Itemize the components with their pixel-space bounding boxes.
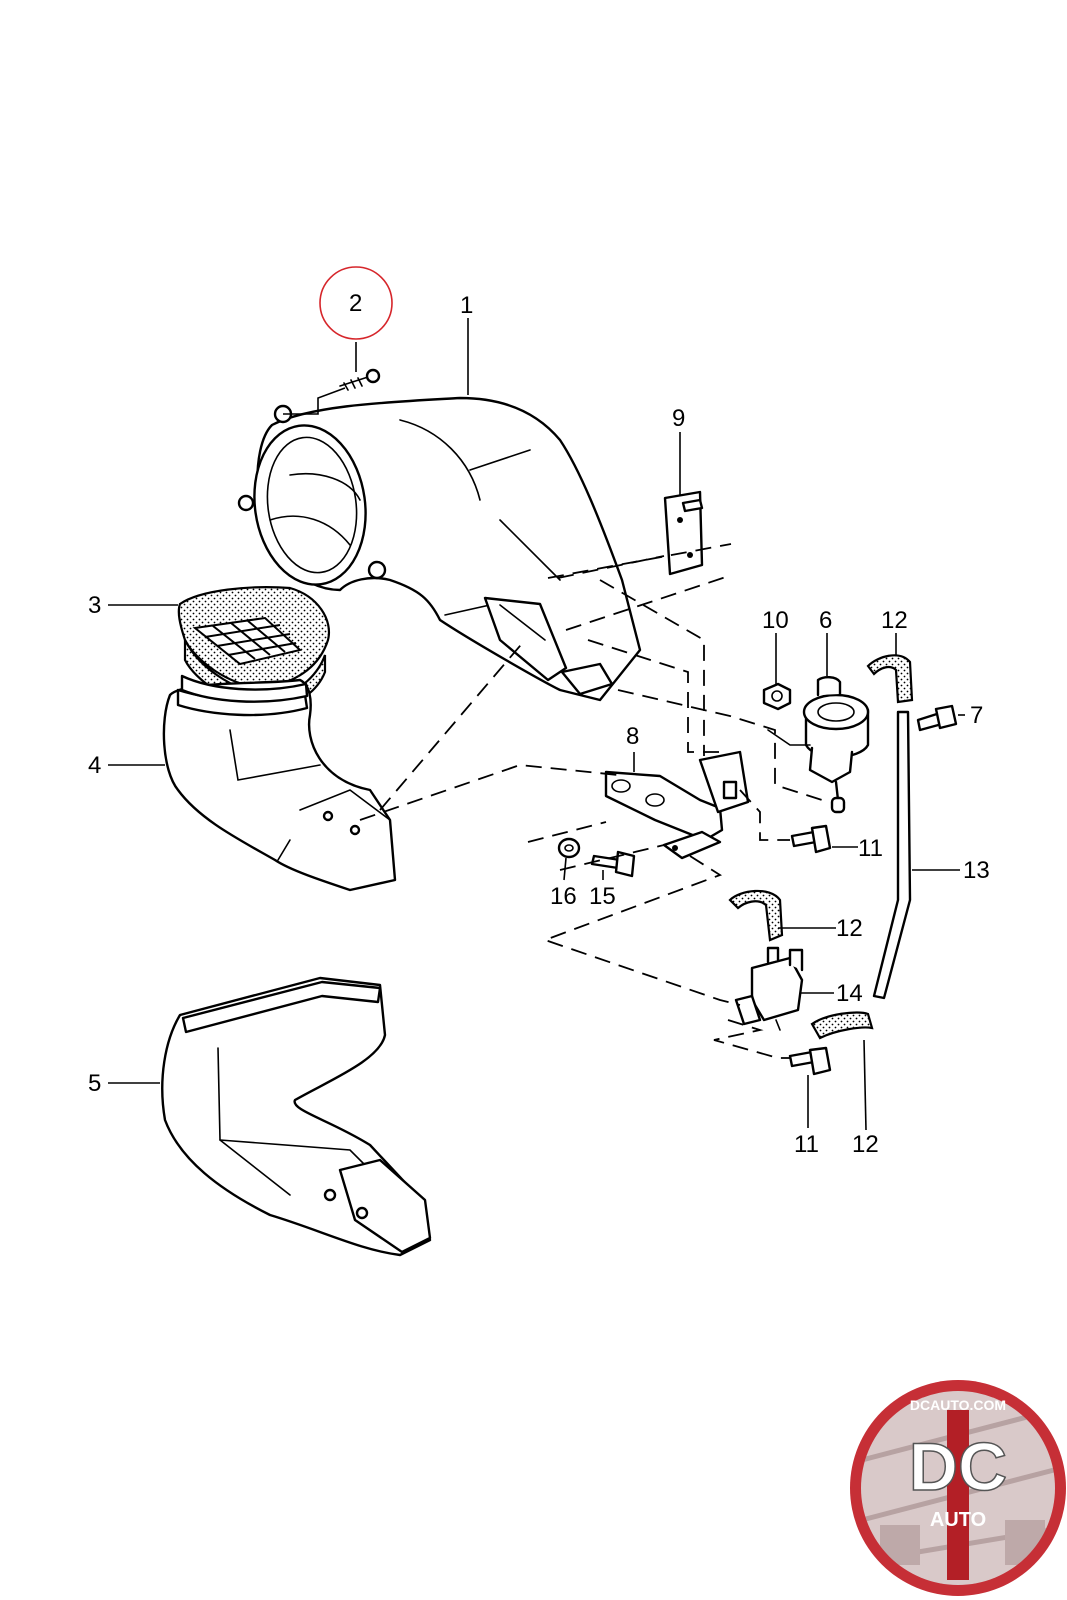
hose-part-12-low (810, 1011, 874, 1040)
plate-part-9 (663, 490, 704, 576)
bracket-part-8 (604, 750, 750, 860)
bolt-part-11b (788, 1046, 832, 1076)
callout-4: 4 (88, 752, 101, 779)
callout-3: 3 (88, 592, 101, 619)
callout-12-mid: 12 (836, 915, 863, 942)
callout-2: 2 (349, 290, 362, 317)
washer-part-16 (557, 837, 581, 859)
callout-labels: 1 2 3 4 5 6 7 8 9 10 11 11 12 12 12 12 1… (88, 266, 990, 1158)
bolt-part-15 (590, 850, 636, 878)
callout-6: 6 (819, 607, 832, 634)
vacuum-unit-part-6 (767, 676, 870, 814)
callout-11-upper: 11 (858, 835, 883, 862)
callout-7: 7 (970, 702, 983, 729)
callout-5: 5 (88, 1070, 101, 1097)
intake-housing-part-1 (237, 396, 642, 702)
bolt-part-7 (916, 704, 958, 732)
bolt-part-11a (790, 824, 832, 854)
nut-part-10 (762, 682, 792, 711)
callout-10: 10 (762, 607, 789, 634)
leader-lines (108, 318, 965, 1131)
callout-16: 16 (550, 883, 577, 910)
logo-letters: DC (909, 1429, 1007, 1505)
duct-part-5 (161, 976, 432, 1257)
logo-site: DCAUTO.COM (910, 1397, 1006, 1413)
callout-14: 14 (836, 980, 863, 1007)
hose-part-12-mid (728, 889, 784, 942)
callout-13: 13 (963, 857, 990, 884)
callout-12-bottom: 12 (852, 1131, 879, 1158)
hose-part-12-top (866, 654, 914, 704)
callout-15: 15 (589, 883, 616, 910)
screw-part-2 (339, 368, 381, 391)
callout-8: 8 (626, 723, 639, 750)
intake-duct-part-4 (162, 674, 397, 892)
callout-1: 1 (460, 292, 473, 319)
dcauto-logo: DCAUTO.COM DC AUTO (850, 1380, 1066, 1596)
valve-part-14 (734, 946, 804, 1031)
callout-highlight-ring (319, 266, 393, 340)
assembly-lines (283, 387, 823, 1059)
logo-sub: AUTO (930, 1509, 986, 1531)
callout-9: 9 (672, 405, 685, 432)
callout-11-lower: 11 (794, 1131, 819, 1158)
callout-12-top: 12 (881, 607, 908, 634)
line-part-13 (872, 710, 912, 1000)
